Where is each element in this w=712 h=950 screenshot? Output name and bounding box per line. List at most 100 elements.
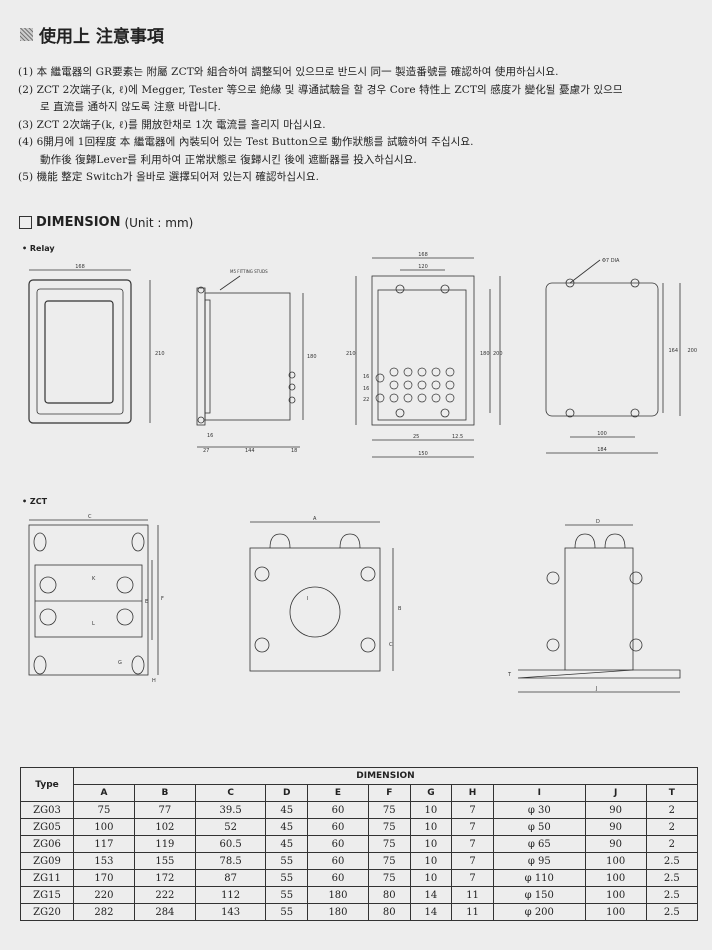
dimension-cell: 80: [367, 903, 411, 921]
dimension-cell: 60: [307, 801, 369, 819]
dim-rear-210: 210: [346, 351, 356, 357]
dim-rear-25: 25: [413, 434, 419, 440]
dim-zct-f: F: [161, 596, 164, 602]
dimension-cell: 90: [584, 801, 647, 819]
zct-base-view: D J T: [507, 519, 681, 693]
dimension-cell: 102: [133, 818, 196, 836]
type-cell: ZG20: [20, 903, 74, 921]
zct-front-view: C F E K L G H: [28, 514, 164, 684]
dimension-heading: DIMENSION (Unit : mm): [19, 215, 193, 230]
dimension-cell: 75: [367, 818, 411, 836]
dimension-cell: 170: [73, 869, 135, 887]
column-header: H: [451, 784, 494, 802]
dimension-cell: 284: [133, 903, 196, 921]
dim-zct-t: T: [507, 672, 512, 678]
dimension-cell: 39.5: [194, 801, 267, 819]
type-cell: ZG15: [20, 886, 74, 904]
dimension-cell: 100: [584, 852, 647, 870]
dimension-cell: 117: [73, 835, 135, 853]
dimension-cell: 45: [265, 835, 309, 853]
note-line: (5) 機能 整定 Switch가 올바로 選擇되어져 있는지 確認하십시요.: [18, 171, 320, 183]
dim-zct-c: C: [88, 514, 92, 520]
type-header: Type: [20, 767, 74, 802]
note-line: 로 直流를 通하지 않도록 注意 바랍니다.: [40, 101, 221, 113]
dimension-cell: 11: [451, 903, 494, 921]
dim-studs: M5 FITTING STUDS: [230, 269, 268, 274]
dimension-drawings: 168 210 M5 FITTING STUDS 180 16 27 144 1…: [28, 252, 697, 693]
dim-zct-k: K: [92, 576, 96, 582]
dimension-cell: 112: [194, 886, 267, 904]
dim-cut-184: 184: [597, 447, 607, 453]
dimension-cell: 90: [584, 818, 647, 836]
dim-rear-120: 120: [418, 264, 428, 270]
dim-side-18: 18: [291, 448, 297, 454]
dim-rear-16a: 16: [363, 374, 369, 380]
dimension-cell: 143: [194, 903, 267, 921]
dimension-cell: φ 150: [492, 886, 586, 904]
note-line: (2) ZCT 2次端子(k, ℓ)에 Megger, Tester 等으로 絶…: [18, 83, 623, 96]
page-title: 使用上 注意事項: [20, 22, 164, 47]
dimension-cell: 60: [307, 869, 369, 887]
dimension-cell: 155: [133, 852, 196, 870]
dimension-cell: φ 30: [492, 801, 586, 819]
dim-zct-a: A: [313, 516, 317, 522]
dim-zct-g: G: [118, 660, 122, 666]
relay-front-view: 168 210: [28, 264, 165, 424]
dimension-cell: 52: [194, 818, 267, 836]
dimension-cell: 172: [133, 869, 196, 887]
dimension-cell: 153: [73, 852, 135, 870]
relay-panel-cut-view: Φ7 DIA 164 200 100 184: [545, 258, 697, 454]
dimension-cell: 220: [73, 886, 135, 904]
type-cell: ZG03: [20, 801, 74, 819]
dimension-cell: 2: [645, 835, 699, 853]
relay-rear-view: 168 120 210 180 200 16 16 22 25 12.5 150: [346, 252, 503, 458]
dimension-cell: 7: [451, 835, 494, 853]
dimension-cell: 100: [584, 886, 647, 904]
dimension-unit: (Unit : mm): [124, 215, 194, 230]
dimension-cell: 55: [265, 903, 309, 921]
dimension-cell: 55: [265, 886, 309, 904]
dim-zct-e: E: [145, 599, 148, 605]
dim-zct-d: D: [596, 519, 600, 525]
column-header: A: [73, 784, 135, 802]
dim-zct-i: I: [307, 596, 308, 602]
column-header: I: [492, 784, 586, 802]
dimension-cell: 75: [367, 835, 411, 853]
dim-rear-200: 200: [493, 351, 503, 357]
column-header: D: [265, 784, 309, 802]
dimension-cell: φ 50: [492, 818, 586, 836]
dimension-cell: 10: [409, 852, 453, 870]
dim-cut-164: 164: [668, 348, 678, 354]
dim-zct-l: L: [92, 621, 95, 627]
dimension-cell: φ 95: [492, 852, 586, 870]
dim-cut-dia: Φ7 DIA: [602, 258, 620, 264]
dimension-cell: 80: [367, 886, 411, 904]
dimension-cell: 75: [73, 801, 135, 819]
dimension-cell: 60.5: [194, 835, 267, 853]
relay-label: • Relay: [22, 244, 55, 253]
note-line: (1) 本 繼電器의 GR要素는 附屬 ZCT와 組合하여 調整되어 있으므로 …: [18, 66, 559, 78]
note-line: 動作後 復歸Lever를 利用하여 正常狀態로 復歸시킨 後에 遮斷器를 投入하…: [40, 153, 417, 166]
dim-side-height: 180: [307, 354, 317, 360]
dimension-cell: 100: [584, 903, 647, 921]
dim-side-144: 144: [245, 448, 255, 454]
dimension-cell: 77: [133, 801, 196, 819]
dimension-cell: 11: [451, 886, 494, 904]
dim-front-width: 168: [75, 264, 85, 270]
type-cell: ZG06: [20, 835, 74, 853]
dimension-cell: 7: [451, 818, 494, 836]
dimension-cell: 119: [133, 835, 196, 853]
dimension-cell: 45: [265, 818, 309, 836]
dimension-cell: 10: [409, 818, 453, 836]
dimension-cell: 2.5: [645, 886, 699, 904]
dim-side-27: 27: [203, 448, 209, 454]
dimension-cell: 2.5: [645, 903, 699, 921]
